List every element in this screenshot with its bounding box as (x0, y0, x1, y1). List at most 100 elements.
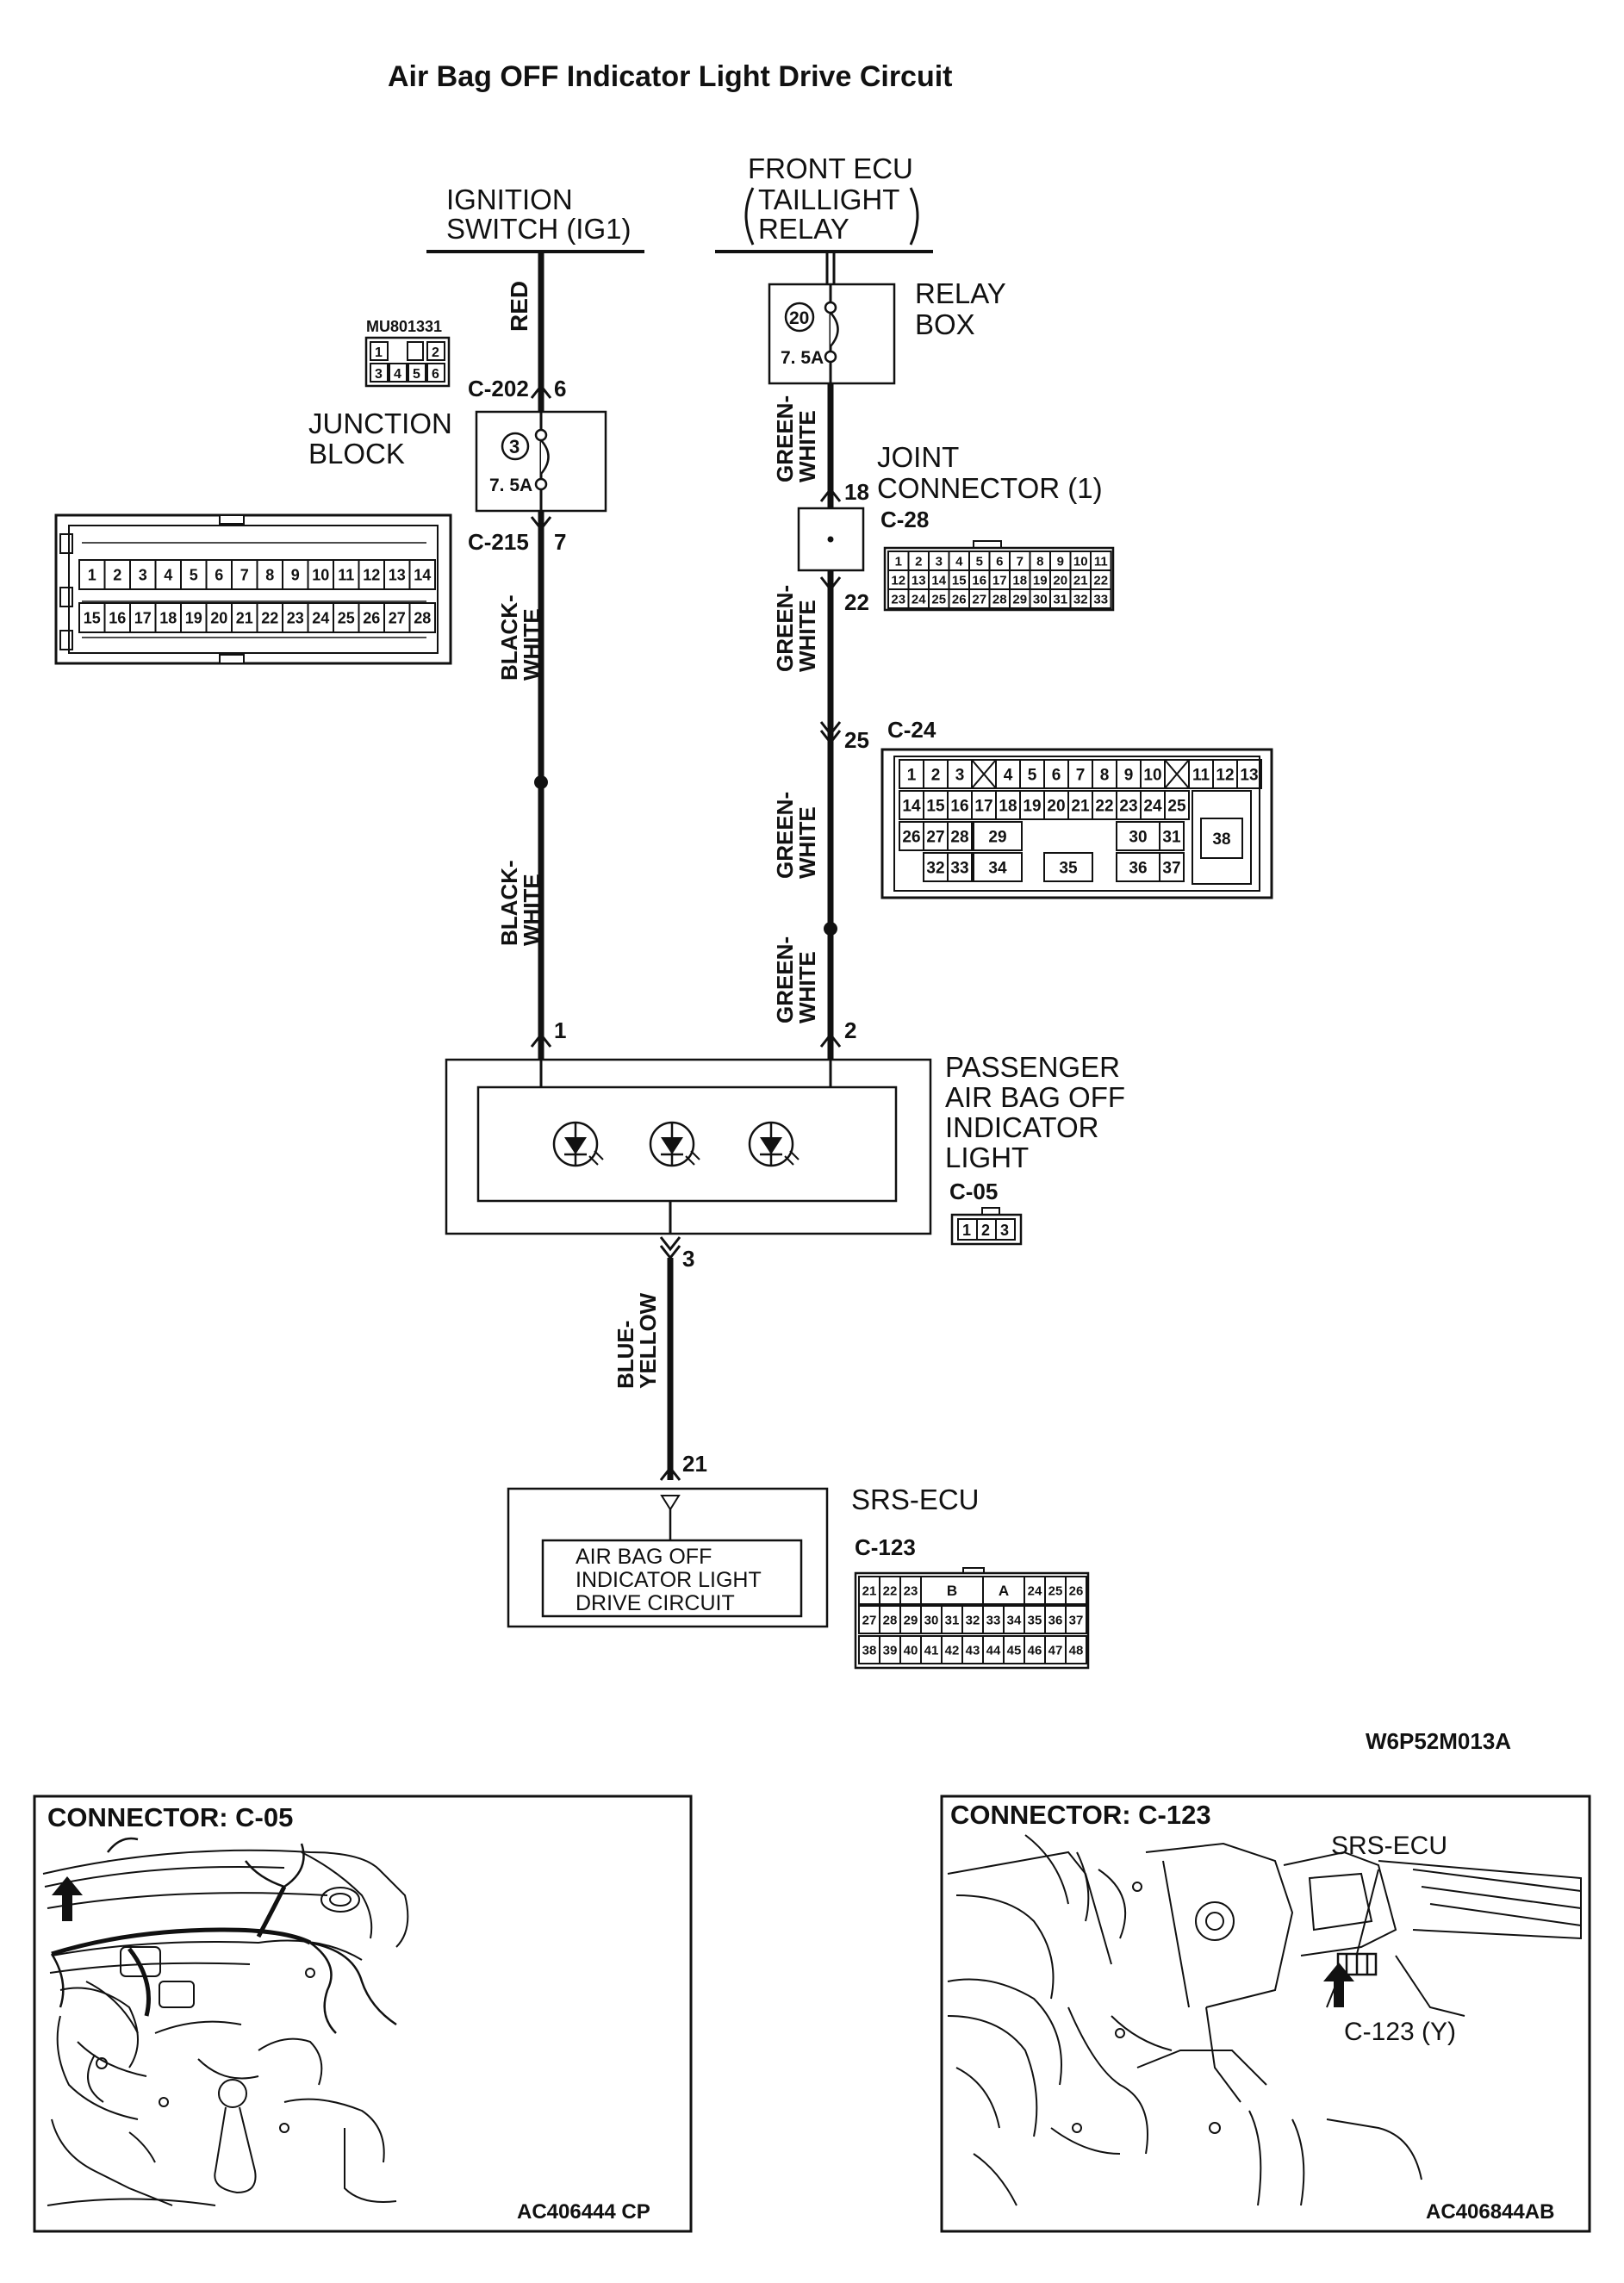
c24-pin: 28 (950, 828, 968, 846)
drive-circuit-line2: INDICATOR LIGHT (576, 1568, 762, 1592)
srs-ecu-pin: 21 (682, 1451, 707, 1477)
indicator-pin2-mark (819, 1032, 842, 1048)
location-arrow-icon (52, 1876, 83, 1921)
mu-connector-pins: 1 2 3 4 5 6 (370, 341, 445, 383)
c24-blank-mark (1164, 759, 1190, 789)
c202-pin-number: 6 (554, 376, 566, 401)
indicator-pin3-mark-1 (659, 1236, 681, 1252)
c28-pin: 27 (972, 592, 986, 607)
c28-pin: 4 (955, 554, 963, 569)
c123-pin: 42 (945, 1643, 960, 1658)
c123-pin: 25 (1048, 1583, 1063, 1598)
junction-fuse-icon (540, 439, 550, 475)
c123-pin: 46 (1028, 1643, 1042, 1658)
drive-circuit-box (541, 1539, 803, 1618)
c24-pin: 18 (999, 797, 1017, 815)
wire-color-black-white-1a: BLACK- (496, 594, 522, 681)
junction-fuse-terminal-bottom (534, 477, 548, 491)
c123-pin: 39 (883, 1643, 898, 1658)
c28-pin: 1 (895, 554, 902, 569)
panel-right-conn-label: C-123 (Y) (1344, 2018, 1456, 2046)
c123-pin: 47 (1048, 1643, 1063, 1658)
c24-pin: 32 (926, 859, 944, 877)
c05-pin-3: 3 (1000, 1222, 1009, 1239)
relay-fuse-rating: 7. 5A (781, 348, 824, 368)
c215-pin: 20 (210, 609, 227, 626)
c24-pin-number: 25 (844, 727, 869, 753)
ignition-label-line1: IGNITION (446, 184, 573, 215)
c123-pin: 37 (1069, 1613, 1084, 1627)
joint-connector-pin-in: 18 (844, 479, 869, 505)
c215-connector-mark (530, 516, 552, 532)
joint-connector-in-mark (819, 487, 842, 502)
c28-pin: 3 (936, 554, 943, 569)
led-icon (649, 1121, 700, 1167)
c215-pin: 2 (113, 566, 121, 583)
c28-connector-label: C-28 (880, 507, 929, 532)
c24-pin: 8 (1100, 766, 1110, 784)
c28-pin: 15 (952, 573, 967, 588)
c215-pin: 15 (84, 609, 101, 626)
srs-ecu-input-symbol (660, 1495, 681, 1511)
indicator-pin1-mark (530, 1032, 552, 1048)
c123-pin: 21 (862, 1583, 877, 1598)
mu-pin-5: 5 (413, 367, 420, 382)
c215-pin: 3 (139, 566, 147, 583)
c123-pin: 34 (1007, 1613, 1022, 1627)
c123-pin: 26 (1069, 1583, 1084, 1598)
c28-pin: 14 (931, 573, 946, 588)
c24-cell (1159, 852, 1185, 882)
junction-fuse-number-circle (501, 432, 530, 461)
srs-ecu-pin-mark (659, 1465, 681, 1481)
c215-connector-label: C-215 (468, 529, 529, 555)
c05-connector-face: 1 2 3 (950, 1207, 1023, 1246)
c28-pin: 18 (1012, 573, 1027, 588)
junction-block-label-line2: BLOCK (308, 438, 405, 470)
c123-pin: 23 (904, 1583, 918, 1598)
c215-pin: 25 (338, 609, 355, 626)
relay-fuse-number: 20 (789, 308, 809, 328)
c215-pin: 10 (312, 566, 329, 583)
drive-circuit-line3: DRIVE CIRCUIT (576, 1591, 735, 1615)
junction-fuse-number: 3 (509, 436, 520, 457)
relay-fuse-number-circle (784, 302, 815, 333)
c24-pin: 22 (1095, 797, 1113, 815)
harness-thin-wires (50, 1837, 397, 2034)
dashboard-illustration (42, 1849, 409, 2206)
c05-connector-label: C-05 (949, 1179, 998, 1204)
mu-pin-4: 4 (394, 367, 401, 382)
c24-pin: 17 (974, 797, 992, 815)
c123-pin: B (947, 1583, 957, 1599)
c28-pin: 12 (891, 573, 905, 588)
c123-pin: 24 (1028, 1583, 1042, 1598)
c123-pin: 36 (1048, 1613, 1063, 1627)
c24-cell (1164, 790, 1190, 820)
wire-color-green-white-2a: GREEN- (772, 585, 798, 672)
c28-pin: 17 (992, 573, 1007, 588)
taillight-label: TAILLIGHT (758, 184, 899, 215)
c215-pin: 9 (291, 566, 300, 583)
joint-connector-pin-out: 22 (844, 589, 869, 615)
wire-color-green-white-3a: GREEN- (772, 792, 798, 879)
c24-pin: 6 (1052, 766, 1061, 784)
c28-pin: 20 (1053, 573, 1067, 588)
panel-left-code: AC406444 CP (517, 2200, 650, 2224)
splice-point-right (824, 922, 837, 936)
joint-connector-node (827, 536, 834, 543)
c202-connector-label: C-202 (468, 376, 529, 401)
c24-mark-2 (819, 730, 842, 745)
c24-pin: 11 (1192, 766, 1210, 784)
c28-pin: 8 (1036, 554, 1043, 569)
c215-pin: 6 (215, 566, 223, 583)
c123-pin: 33 (986, 1613, 1001, 1627)
c24-pin: 21 (1071, 797, 1090, 815)
c24-cell (947, 852, 973, 882)
wire-color-green-white-1a: GREEN- (772, 395, 798, 482)
panel-right-ecu-label: SRS-ECU (1331, 1832, 1447, 1860)
front-ecu-right-paren (909, 187, 919, 246)
c24-cell (1236, 759, 1262, 789)
mu-part-number: MU801331 (366, 318, 442, 335)
c24-pin: 14 (902, 797, 921, 815)
